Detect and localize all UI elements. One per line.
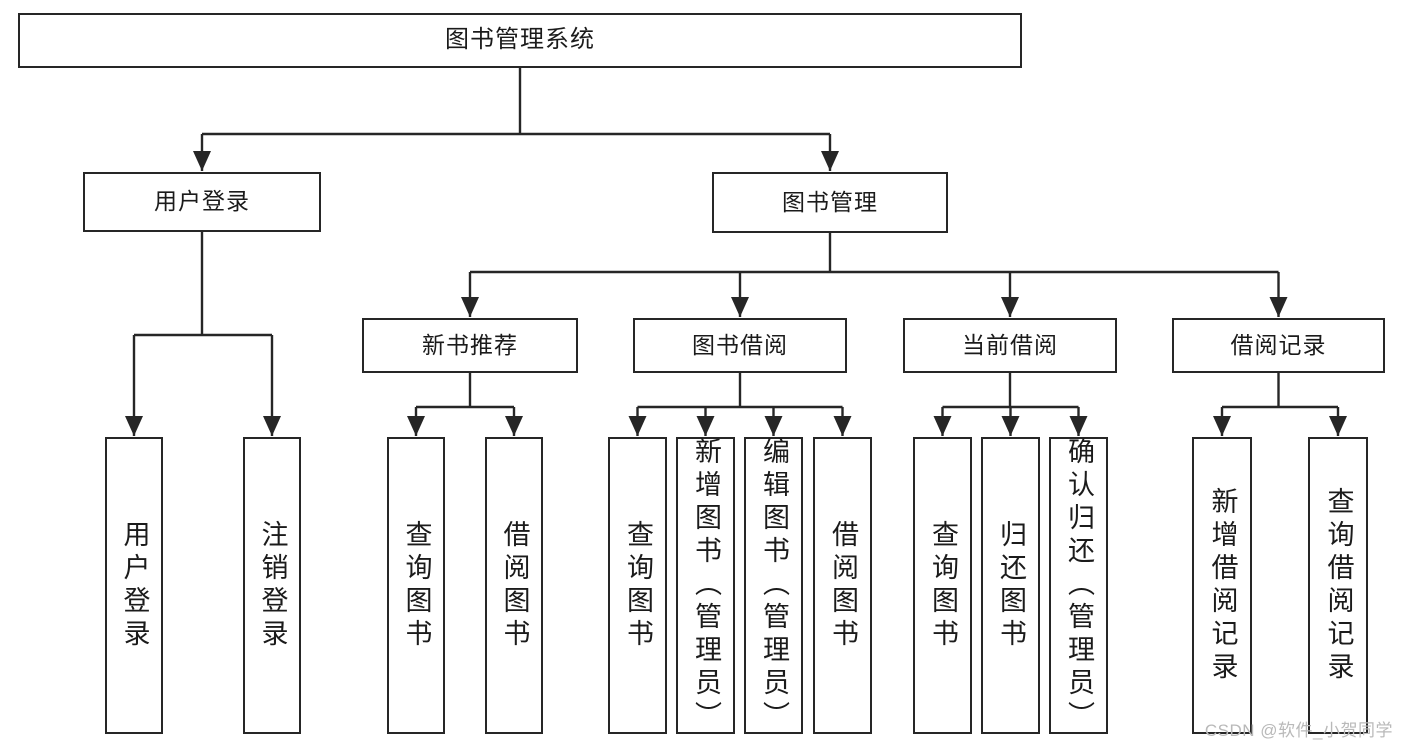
node-leaf-logout-login[interactable]: 注销登录 <box>243 437 301 734</box>
arrow-head-leaf-user-login <box>125 416 143 436</box>
node-leaf-edit-book-admin[interactable]: 编辑图书（管理员） <box>744 437 803 734</box>
node-root[interactable]: 图书管理系统 <box>18 13 1022 68</box>
arrow-head-new-book-recommend <box>461 297 479 317</box>
arrow-head-leaf-query-book-rec <box>407 416 425 436</box>
arrow-head-borrow-record <box>1269 297 1288 317</box>
node-label-new-book-recommend: 新书推荐 <box>422 331 518 358</box>
arrow-head-leaf-add-book-admin <box>696 416 715 436</box>
node-label-leaf-borrow-book-rec: 借阅图书 <box>499 519 530 652</box>
node-label-leaf-query-book-current: 查询图书 <box>928 519 958 652</box>
node-leaf-add-borrow-record[interactable]: 新增借阅记录 <box>1192 437 1252 734</box>
node-leaf-query-book-borrow[interactable]: 查询图书 <box>608 437 667 734</box>
node-label-leaf-confirm-return-admin: 确认归还（管理员） <box>1064 437 1094 734</box>
node-label-leaf-add-borrow-record: 新增借阅记录 <box>1207 486 1238 685</box>
node-user-login[interactable]: 用户登录 <box>83 172 321 232</box>
node-label-leaf-query-borrow-record: 查询借阅记录 <box>1323 486 1354 685</box>
node-label-leaf-logout-login: 注销登录 <box>257 519 288 652</box>
node-leaf-add-book-admin[interactable]: 新增图书（管理员） <box>676 437 735 734</box>
arrow-head-book-manage <box>821 151 839 171</box>
node-new-book-recommend[interactable]: 新书推荐 <box>362 318 578 373</box>
node-label-leaf-query-book-rec: 查询图书 <box>401 519 432 652</box>
node-book-manage[interactable]: 图书管理 <box>712 172 948 233</box>
node-leaf-query-book-rec[interactable]: 查询图书 <box>387 437 445 734</box>
node-leaf-borrow-book-rec[interactable]: 借阅图书 <box>485 437 543 734</box>
arrow-head-leaf-query-borrow-record <box>1329 416 1347 436</box>
node-label-current-borrow: 当前借阅 <box>962 331 1058 358</box>
node-leaf-borrow-book[interactable]: 借阅图书 <box>813 437 872 734</box>
node-label-borrow-record: 借阅记录 <box>1230 331 1327 358</box>
node-book-borrow[interactable]: 图书借阅 <box>633 318 847 373</box>
arrow-head-leaf-edit-book-admin <box>764 416 783 436</box>
arrow-head-user-login <box>193 151 211 171</box>
arrow-head-book-borrow <box>731 297 749 317</box>
arrow-head-leaf-return-book <box>1001 416 1020 436</box>
node-leaf-user-login[interactable]: 用户登录 <box>105 437 163 734</box>
arrow-head-current-borrow <box>1001 297 1019 317</box>
node-label-leaf-add-book-admin: 新增图书（管理员） <box>691 437 721 734</box>
node-leaf-return-book[interactable]: 归还图书 <box>981 437 1040 734</box>
node-label-book-borrow: 图书借阅 <box>692 331 788 358</box>
node-label-root: 图书管理系统 <box>445 26 595 54</box>
watermark-text: CSDN @软件_小贺同学 <box>1204 721 1393 740</box>
arrow-head-leaf-confirm-return-admin <box>1069 416 1088 436</box>
node-label-leaf-borrow-book: 借阅图书 <box>828 519 858 652</box>
arrow-head-leaf-query-book-borrow <box>628 416 647 436</box>
arrow-head-leaf-add-borrow-record <box>1213 416 1231 436</box>
node-label-book-manage: 图书管理 <box>782 188 878 215</box>
node-label-leaf-return-book: 归还图书 <box>996 519 1026 652</box>
node-leaf-query-borrow-record[interactable]: 查询借阅记录 <box>1308 437 1368 734</box>
arrow-head-leaf-logout-login <box>263 416 281 436</box>
arrow-head-leaf-borrow-book <box>833 416 852 436</box>
node-borrow-record[interactable]: 借阅记录 <box>1172 318 1385 373</box>
node-leaf-query-book-current[interactable]: 查询图书 <box>913 437 972 734</box>
node-label-leaf-user-login: 用户登录 <box>119 519 150 652</box>
node-label-leaf-edit-book-admin: 编辑图书（管理员） <box>759 437 789 734</box>
arrow-head-leaf-borrow-book-rec <box>505 416 523 436</box>
node-current-borrow[interactable]: 当前借阅 <box>903 318 1117 373</box>
node-label-leaf-query-book-borrow: 查询图书 <box>623 519 653 652</box>
node-label-user-login: 用户登录 <box>154 188 250 215</box>
arrow-head-leaf-query-book-current <box>933 416 952 436</box>
node-leaf-confirm-return-admin[interactable]: 确认归还（管理员） <box>1049 437 1108 734</box>
